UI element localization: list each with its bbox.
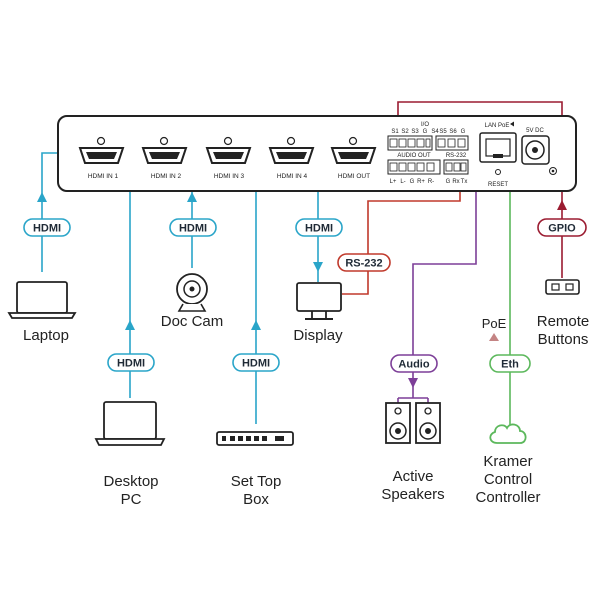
pill-audio: Audio	[390, 354, 438, 373]
cable-settopbox	[255, 152, 270, 424]
pill-hdmi-settopbox: HDMI	[232, 353, 280, 372]
hdmi-port-3	[205, 136, 252, 164]
svg-text:G: G	[423, 129, 428, 135]
display-icon	[296, 282, 342, 320]
set-top-box-icon	[216, 431, 294, 446]
gpio-arrow	[557, 200, 567, 210]
svg-text:Tx: Tx	[461, 179, 468, 185]
label-remote: Remote	[537, 313, 590, 330]
audio-terminals	[389, 162, 467, 172]
cable-audio	[412, 180, 477, 398]
port-label-hdmi-in-3: HDMI IN 3	[214, 173, 245, 180]
audio-pin-labels: L+ L- G R+ R-	[390, 179, 435, 185]
reset-label: RESET	[488, 182, 508, 188]
kramer-device: HDMI IN 1 HDMI IN 2 HDMI IN 3 HDMI IN 4 …	[57, 115, 577, 192]
rs232-pin-labels: G Rx Tx	[446, 179, 468, 185]
pill-hdmi-doccam: HDMI	[169, 218, 217, 237]
svg-text:Rx: Rx	[452, 179, 459, 185]
svg-text:HDMI: HDMI	[117, 358, 145, 370]
svg-text:HDMI: HDMI	[242, 358, 270, 370]
port-label-hdmi-in-2: HDMI IN 2	[151, 173, 182, 180]
hdmi-port-2	[141, 136, 188, 164]
hdmi-port-4	[268, 136, 315, 164]
active-speakers-icon	[385, 397, 441, 444]
svg-text:R+: R+	[417, 179, 425, 185]
label-doc-cam: Doc Cam	[161, 313, 224, 330]
power-label: 5V DC	[526, 128, 544, 134]
svg-text:L+: L+	[390, 179, 397, 185]
label-controller: Controller	[475, 489, 540, 506]
io-pin-labels: S1 S2 S3 G S4 S5 S6 G	[391, 129, 465, 135]
label-desktop: Desktop	[103, 473, 158, 490]
svg-text:S2: S2	[401, 129, 409, 135]
speaker-right-icon	[415, 402, 441, 444]
pill-hdmi-display: HDMI	[295, 218, 343, 237]
label-speakers: Speakers	[381, 486, 444, 503]
speaker-left-icon	[385, 402, 411, 444]
svg-text:GPIO: GPIO	[548, 223, 576, 235]
svg-text:S3: S3	[411, 129, 419, 135]
hdmi-arrows	[37, 192, 323, 330]
lan-port-socket	[485, 138, 511, 157]
svg-text:G: G	[410, 179, 415, 185]
label-display: Display	[293, 327, 343, 344]
svg-text:HDMI: HDMI	[179, 223, 207, 235]
svg-text:S5: S5	[439, 129, 447, 135]
laptop-icon	[7, 281, 77, 319]
label-kramer: Kramer	[483, 453, 532, 470]
hdmi-port-out	[330, 136, 377, 164]
poe-arrow-icon	[489, 333, 499, 341]
svg-text:R-: R-	[428, 179, 434, 185]
svg-text:HDMI: HDMI	[33, 223, 61, 235]
svg-text:Eth: Eth	[501, 359, 519, 371]
label-pc: PC	[121, 491, 142, 508]
label-laptop: Laptop	[23, 327, 69, 344]
lan-poe-label: LAN PoE	[485, 123, 510, 129]
rs232-port-label: RS-232	[446, 153, 467, 159]
audio-arrow	[408, 378, 418, 388]
pill-eth: Eth	[489, 354, 531, 373]
svg-text:RS-232: RS-232	[345, 258, 382, 270]
label-control: Control	[484, 471, 532, 488]
io-terminals	[389, 138, 466, 148]
audio-out-label: AUDIO OUT	[397, 153, 431, 159]
svg-text:S4: S4	[431, 129, 439, 135]
label-buttons: Buttons	[538, 331, 589, 348]
pill-hdmi-laptop: HDMI	[23, 218, 71, 237]
svg-text:G: G	[461, 129, 466, 135]
label-set-top: Set Top	[231, 473, 282, 490]
svg-text:HDMI: HDMI	[305, 223, 333, 235]
reset-button[interactable]	[495, 169, 501, 175]
cable-rs232	[342, 180, 461, 295]
port-label-hdmi-out: HDMI OUT	[338, 173, 370, 180]
hdmi-port-1	[78, 136, 125, 164]
svg-text:Audio: Audio	[398, 359, 429, 371]
io-label: I/O	[421, 122, 429, 128]
port-label-hdmi-in-1: HDMI IN 1	[88, 173, 119, 180]
svg-text:S6: S6	[449, 129, 457, 135]
svg-text:S1: S1	[391, 129, 399, 135]
kramer-control-cloud-icon	[489, 423, 527, 444]
port-label-hdmi-in-4: HDMI IN 4	[277, 173, 308, 180]
remote-buttons-icon	[545, 279, 580, 295]
label-poe: PoE	[482, 316, 507, 331]
polarity-icon	[549, 167, 557, 175]
pill-gpio: GPIO	[537, 218, 587, 237]
doc-cam-icon	[176, 273, 208, 312]
label-box: Box	[243, 491, 269, 508]
desktop-pc-icon	[94, 401, 166, 446]
lan-indicator-icon	[510, 121, 514, 127]
svg-text:G: G	[446, 179, 451, 185]
pill-hdmi-desktop: HDMI	[107, 353, 155, 372]
label-active: Active	[393, 468, 434, 485]
svg-text:L-: L-	[400, 179, 405, 185]
pill-rs232: RS-232	[337, 253, 391, 272]
